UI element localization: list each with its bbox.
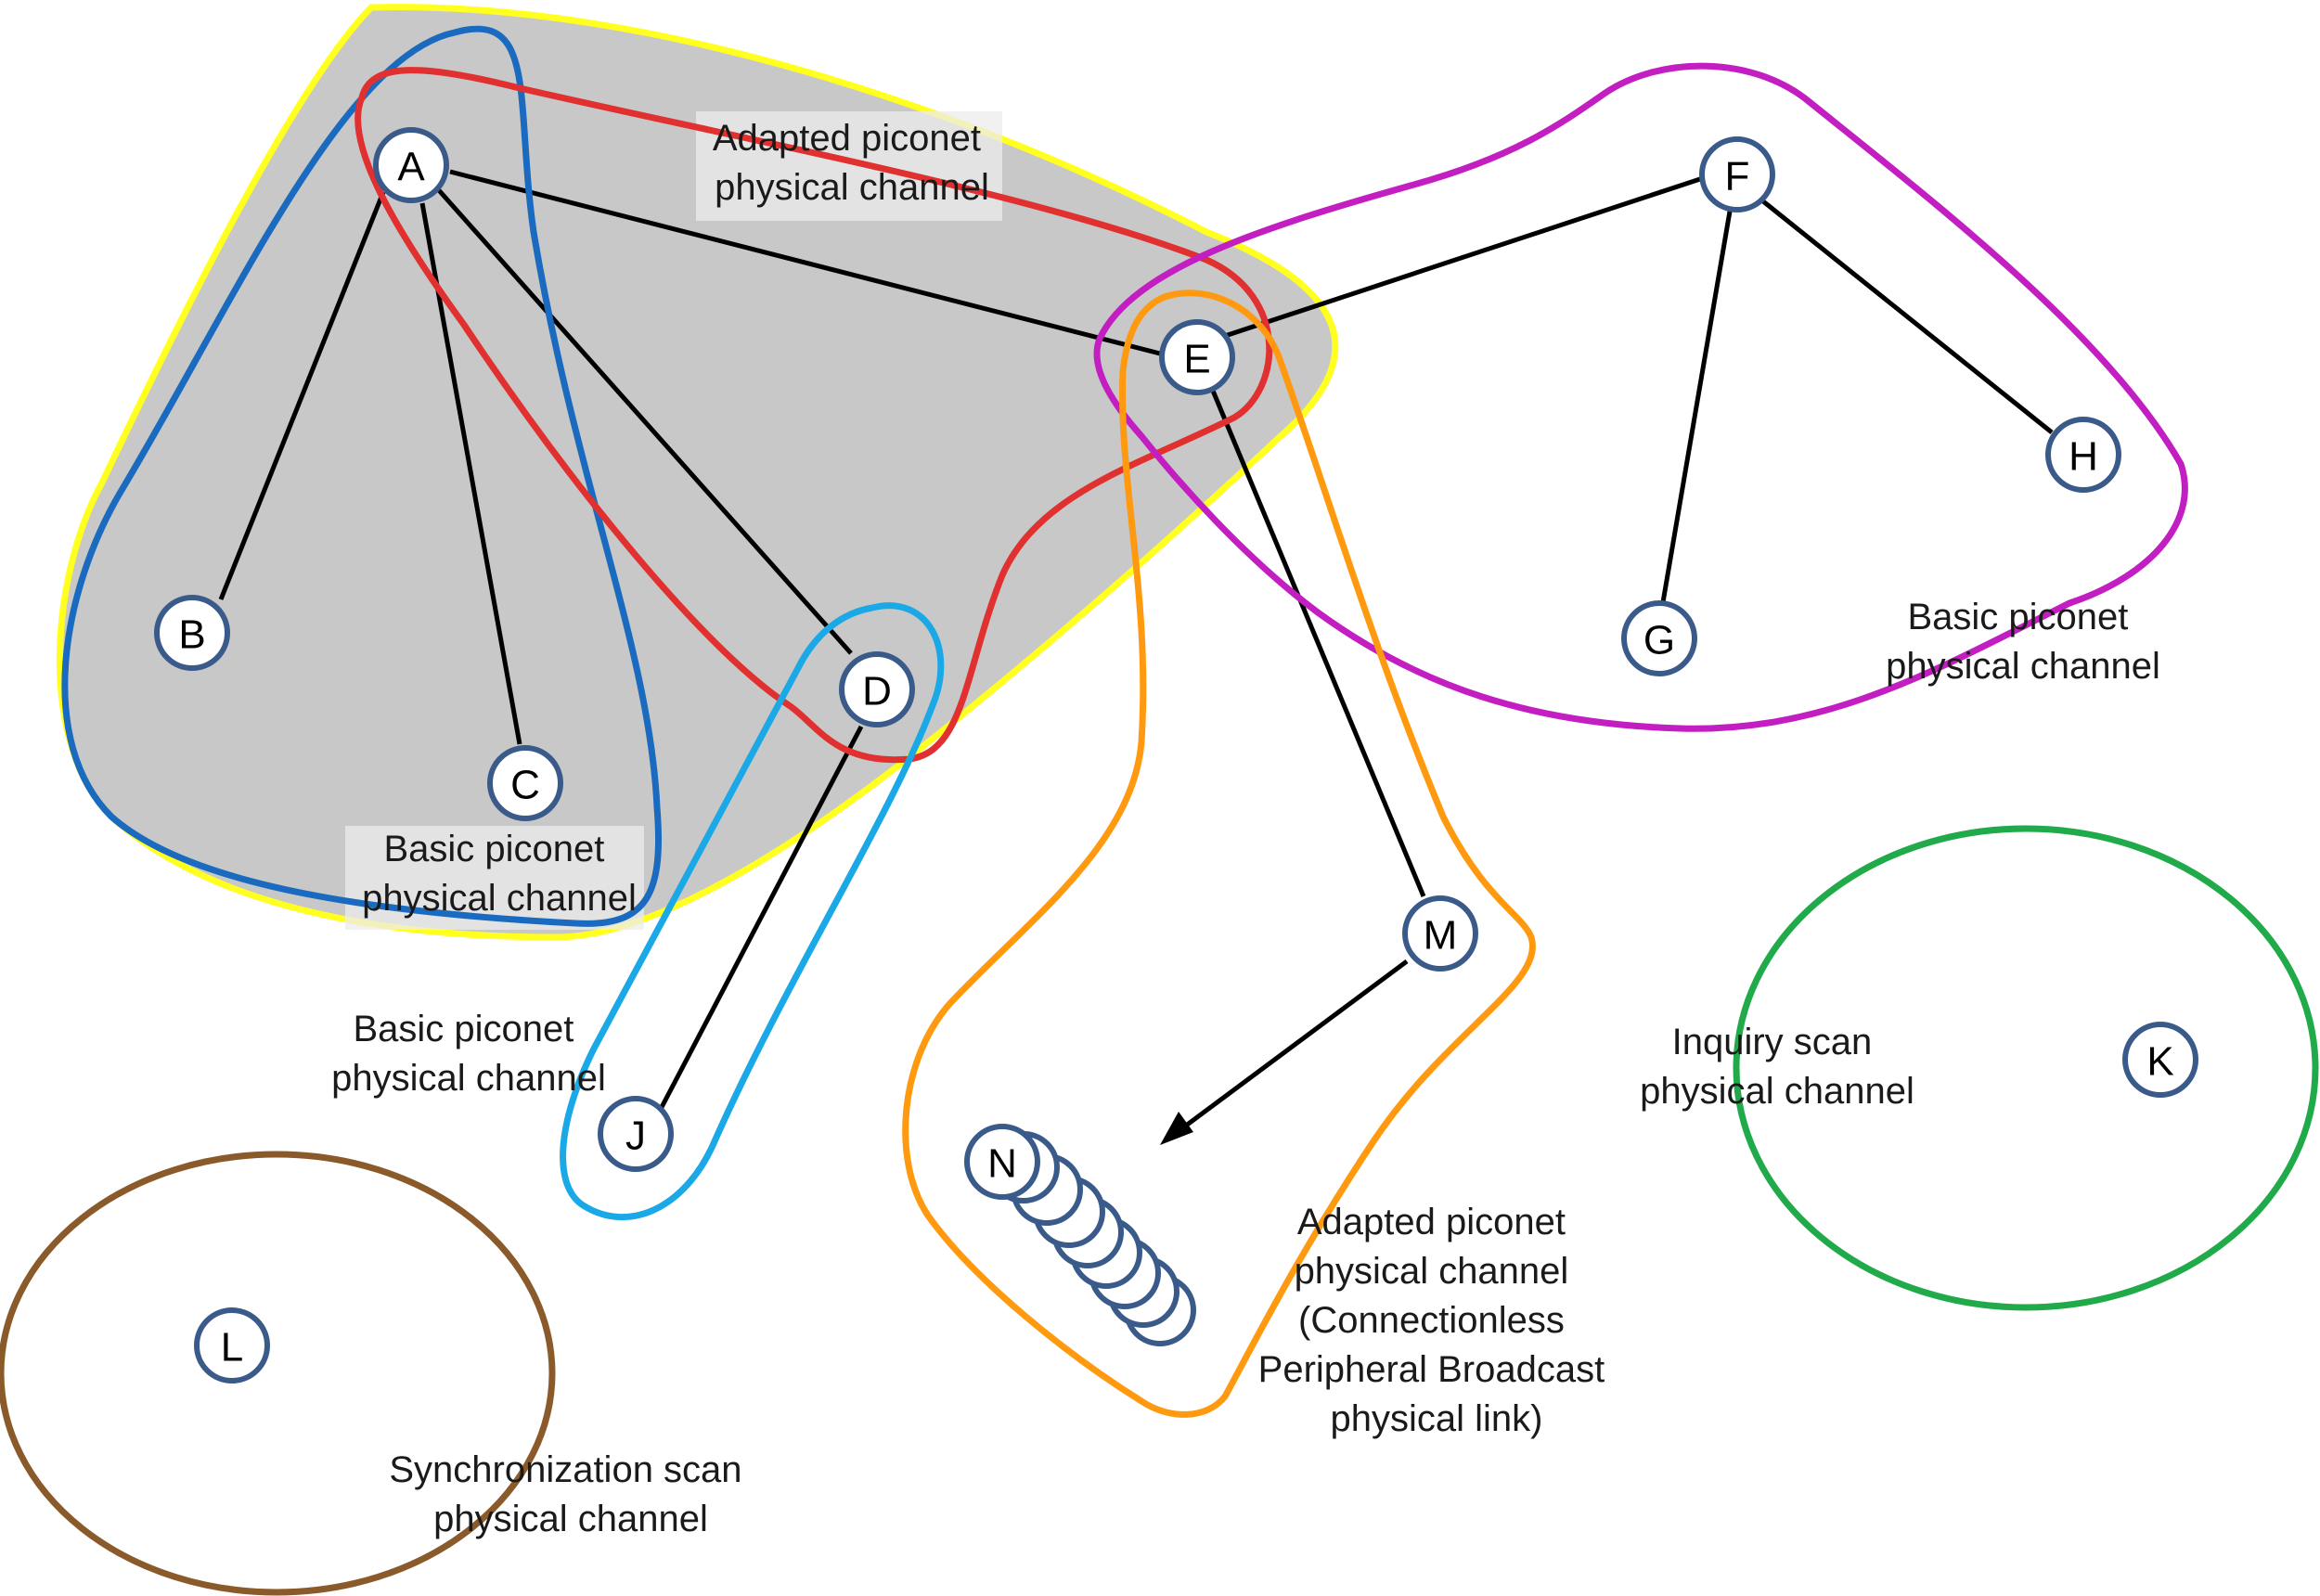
node-f: F [1699,136,1775,212]
edge-m-arrow [1184,959,1409,1128]
node-b: B [154,595,230,671]
caption-adapted-top-line-2: physical channel [715,167,989,208]
node-h: H [2045,417,2121,493]
caption-basic-dj: Basic piconet physical channel [331,1009,606,1099]
node-a-label: A [397,145,425,190]
caption-adapted-cpb-line-4: Peripheral Broadcast [1258,1349,1605,1390]
region-adapted-top-outline [354,67,1273,764]
caption-inquiry: Inquiry scan physical channel [1640,1022,1914,1112]
node-d: D [839,651,915,727]
caption-basic-fgh-line-2: physical channel [1886,646,2160,687]
node-a: A [373,127,449,203]
caption-sync-line-2: physical channel [433,1499,708,1539]
arrowhead [1160,1112,1193,1145]
edge-f-h [1757,196,2054,434]
node-j: J [598,1096,674,1172]
basic-ac-label-bg [345,826,644,930]
node-f-label: F [1725,154,1750,200]
node-k: K [2122,1022,2198,1098]
node-e: E [1159,319,1235,395]
node-n: N [964,1124,1040,1200]
region-sync-outline [0,1151,556,1596]
node-m: M [1402,895,1478,972]
node-c: C [487,745,563,821]
edge-e-f [1221,175,1704,340]
node-l: L [194,1307,270,1384]
edge-a-e [449,169,1161,356]
node-l-label: L [221,1325,243,1371]
node-g: G [1621,600,1697,676]
caption-basic-ac: Basic piconet physical channel [362,829,637,919]
caption-basic-dj-line-2: physical channel [331,1058,606,1099]
caption-basic-ac-line-1: Basic piconet [383,829,604,869]
edge-e-m [1210,390,1426,897]
edge-a-b [218,191,386,600]
caption-sync: Synchronization scan physical channel [389,1449,752,1539]
caption-adapted-cpb: Adapted piconet physical channel (Connec… [1258,1202,1616,1439]
caption-inquiry-line-1: Inquiry scan [1672,1022,1873,1062]
edge-a-d [436,187,853,655]
region-adapted-cpb-outline [902,290,1536,1418]
node-c-label: C [510,763,540,808]
region-inquiry-outline [1733,825,2319,1311]
region-basic-dj-outline [560,602,945,1221]
caption-basic-dj-line-1: Basic piconet [353,1009,574,1049]
node-j-label: J [625,1113,646,1159]
node-k-label: K [2146,1039,2173,1085]
caption-adapted-cpb-line-5: physical link) [1331,1398,1543,1439]
caption-adapted-cpb-line-3: (Connectionless [1298,1300,1565,1341]
node-e-label: E [1183,337,1210,382]
highlight-region [56,4,1339,941]
node-m-label: M [1424,913,1458,959]
caption-sync-line-1: Synchronization scan [389,1449,741,1490]
node-n-label: N [987,1141,1017,1187]
caption-basic-fgh-line-1: Basic piconet [1907,597,2128,637]
edge-f-g [1660,205,1734,603]
caption-adapted-top-line-1: Adapted piconet [713,118,981,159]
caption-inquiry-line-2: physical channel [1640,1071,1914,1112]
node-d-label: D [862,669,892,714]
caption-basic-ac-line-2: physical channel [362,878,637,919]
caption-adapted-cpb-line-2: physical channel [1295,1251,1569,1292]
edge-d-j [657,725,864,1113]
node-b-label: B [178,612,205,658]
edges [218,169,2054,1145]
node-g-label: G [1643,618,1675,663]
caption-basic-fgh: Basic piconet physical channel [1886,597,2160,687]
node-h-label: H [2069,434,2098,480]
caption-adapted-top: Adapted piconet physical channel [713,118,991,208]
adapted-top-label-bg [696,111,1002,221]
region-basic-ac-outline [61,25,663,927]
caption-adapted-cpb-line-1: Adapted piconet [1297,1202,1566,1242]
region-basic-fgh-outline [1093,62,2188,732]
